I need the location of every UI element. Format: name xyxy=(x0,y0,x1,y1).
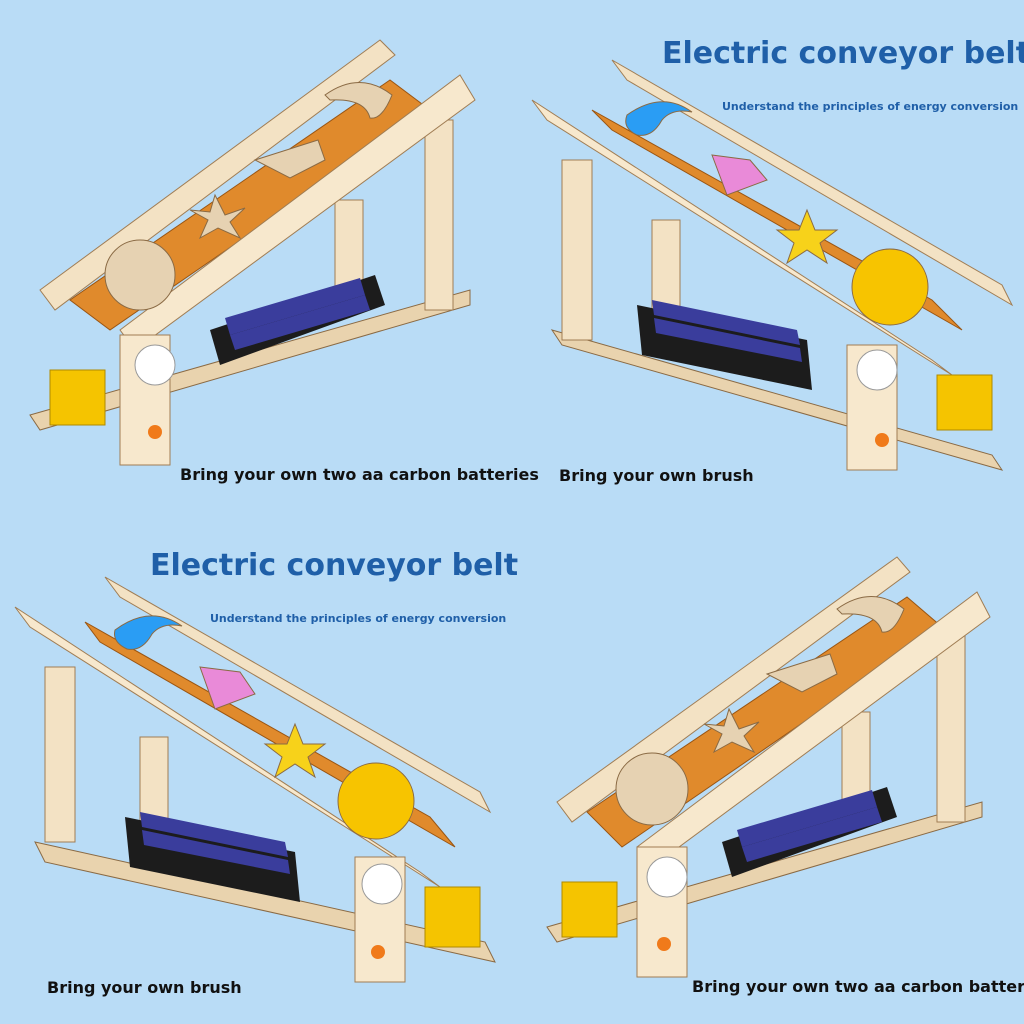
page-title-repeat: Electric conveyor belt xyxy=(150,548,519,583)
conveyor-model-illustration xyxy=(531,59,1014,471)
photo-panel-top-left: Bring your own two aa carbon batteries xyxy=(0,0,539,512)
photo-panel-top-right: Electric conveyor belt Understand the pr… xyxy=(512,0,1024,512)
conveyor-model-illustration xyxy=(29,39,476,466)
page-subtitle-repeat: Understand the principles of energy conv… xyxy=(210,612,507,625)
caption-batteries-repeat: Bring your own two aa carbon batteries xyxy=(692,977,1024,996)
photo-panel-bottom-right: Bring your own two aa carbon batteries xyxy=(512,512,1024,1024)
caption-brush-repeat: Bring your own brush xyxy=(47,978,242,997)
caption-batteries: Bring your own two aa carbon batteries xyxy=(180,465,539,484)
page-title: Electric conveyor belt xyxy=(662,36,1024,71)
conveyor-model-illustration xyxy=(14,576,496,983)
photo-panel-bottom-left: Electric conveyor belt Understand the pr… xyxy=(0,512,518,1024)
caption-brush: Bring your own brush xyxy=(559,466,754,485)
page-subtitle: Understand the principles of energy conv… xyxy=(722,100,1019,113)
conveyor-model-illustration xyxy=(546,556,991,978)
